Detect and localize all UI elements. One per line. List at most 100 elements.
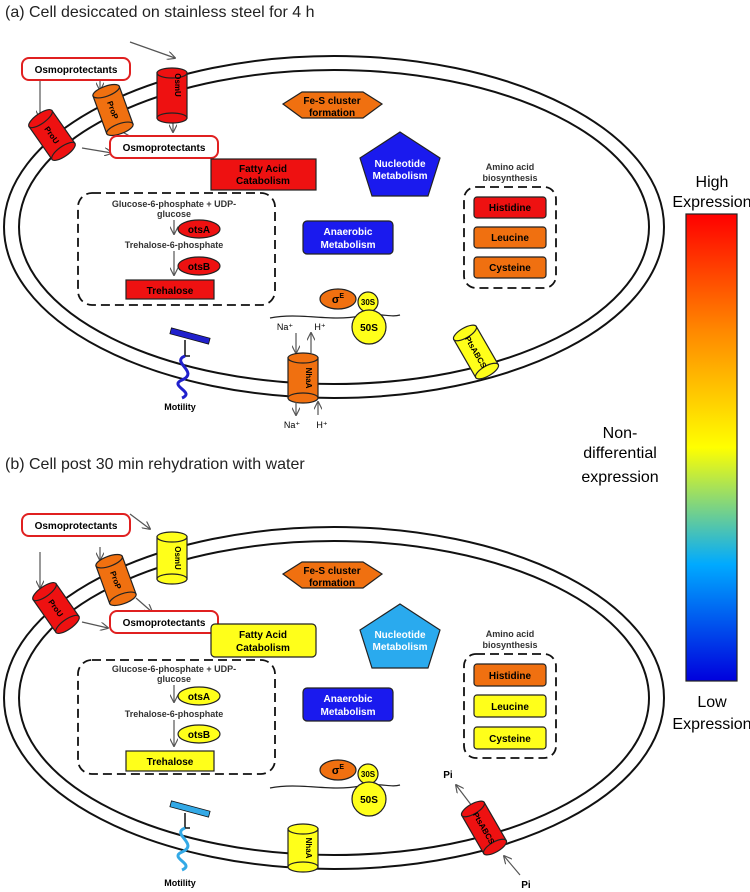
prou-transporter: ProU xyxy=(32,582,80,634)
leucine-label: Leucine xyxy=(491,233,529,244)
pi-top-label: Pi xyxy=(443,770,453,781)
fatty-acid-line1: Fatty Acid xyxy=(239,630,287,641)
otsa-label: otsA xyxy=(188,692,210,703)
histidine-label: Histidine xyxy=(489,671,532,682)
arrow xyxy=(135,597,152,612)
fatty-acid-box xyxy=(210,623,317,658)
nucleotide-line2: Metabolism xyxy=(372,642,427,653)
legend-high-line1: High xyxy=(696,174,729,191)
trehalose-box xyxy=(125,279,215,300)
leucine-box xyxy=(473,694,547,718)
nucleotide-pentagon xyxy=(359,131,441,197)
prop-transporter: ProP xyxy=(95,553,137,607)
legend-mid-line3: expression xyxy=(581,469,658,486)
pi-bot-label: Pi xyxy=(521,880,531,891)
cysteine-box xyxy=(473,726,547,750)
panel-a: (a) Cell desiccated on stainless steel f… xyxy=(3,4,665,430)
leucine-label: Leucine xyxy=(491,702,529,713)
sigma-factor xyxy=(319,759,357,781)
cysteine-label: Cysteine xyxy=(489,734,531,745)
panel-b: (b) Cell post 30 min rehydration with wa… xyxy=(3,456,665,891)
anaerobic-line1: Anaerobic xyxy=(324,227,373,238)
osmoprotectants-inside-box xyxy=(109,135,219,159)
h-top-label: H⁺ xyxy=(314,322,325,332)
amino-acid-line1: Amino acid xyxy=(486,629,535,639)
osmoprotectants-outside-label: Osmoprotectants xyxy=(35,65,118,76)
t6p-label: Trehalose-6-phosphate xyxy=(125,240,224,250)
ptsabcs-transporter: PtsABCS xyxy=(452,324,500,380)
ribosome-50s-label: 50S xyxy=(360,795,378,806)
fatty-acid-line2: Catabolism xyxy=(236,176,290,187)
flagellum xyxy=(169,327,211,400)
na-top-label: Na⁺ xyxy=(277,322,294,332)
otsa-enzyme xyxy=(177,686,221,706)
histidine-box xyxy=(473,196,547,219)
osmu-transporter: OsmU xyxy=(156,67,188,124)
osmoprotectants-inside-label: Osmoprotectants xyxy=(123,143,206,154)
ribosome-50s-label: 50S xyxy=(360,323,378,334)
legend-mid-line1: Non- xyxy=(603,425,638,442)
t6p-label: Trehalose-6-phosphate xyxy=(125,709,224,719)
histidine-box xyxy=(473,663,547,687)
amino-acid-box xyxy=(463,186,557,289)
ribosome-50s xyxy=(351,781,387,817)
trehalose-pathway-box xyxy=(77,659,276,775)
histidine-label: Histidine xyxy=(489,203,532,214)
na-bot-label: Na⁺ xyxy=(284,420,301,430)
g6p-line2: glucose xyxy=(157,674,191,684)
fe-s-line2: formation xyxy=(309,108,355,119)
motility-label: Motility xyxy=(164,878,196,888)
ribosome-50s xyxy=(351,309,387,345)
amino-acid-line2: biosynthesis xyxy=(482,173,537,183)
ribosome-30s-label: 30S xyxy=(361,770,376,779)
fatty-acid-line1: Fatty Acid xyxy=(239,164,287,175)
cell-membrane-outer xyxy=(3,526,665,870)
arrow xyxy=(81,621,108,628)
amino-acid-line2: biosynthesis xyxy=(482,640,537,650)
legend-mid-line2: differential xyxy=(583,445,657,462)
ptsabcs-transporter: PtsABCS xyxy=(460,800,508,856)
h-bot-label: H⁺ xyxy=(316,420,327,430)
nucleotide-line2: Metabolism xyxy=(372,171,427,182)
osmoprotectants-outside-box xyxy=(21,513,131,537)
arrow xyxy=(129,41,175,58)
fatty-acid-box xyxy=(210,158,317,191)
g6p-line2: glucose xyxy=(157,209,191,219)
fe-s-line1: Fe-S cluster xyxy=(303,566,360,577)
g6p-line1: Glucose-6-phosphate + UDP- xyxy=(112,199,236,209)
fe-s-line1: Fe-S cluster xyxy=(303,96,360,107)
arrow xyxy=(504,856,521,876)
motility-label: Motility xyxy=(164,402,196,412)
sigma-label: σE xyxy=(332,293,345,306)
osmoprotectants-inside-label: Osmoprotectants xyxy=(123,618,206,629)
flagellum xyxy=(169,800,211,872)
osmoprotectants-inside-box xyxy=(109,610,219,634)
anaerobic-box xyxy=(302,220,394,255)
fe-s-cluster-hexagon xyxy=(281,91,384,119)
g6p-line1: Glucose-6-phosphate + UDP- xyxy=(112,664,236,674)
cysteine-box xyxy=(473,256,547,279)
cell-membrane-inner xyxy=(18,540,650,856)
amino-acid-line1: Amino acid xyxy=(486,162,535,172)
nucleotide-line1: Nucleotide xyxy=(374,630,426,641)
trehalose-label: Trehalose xyxy=(147,757,194,768)
nhaa-label: NhaA xyxy=(304,368,313,389)
leucine-box xyxy=(473,226,547,249)
cell-membrane-outer xyxy=(3,55,665,399)
otsb-enzyme xyxy=(177,256,221,276)
osmu-label: OsmU xyxy=(173,73,182,97)
otsb-label: otsB xyxy=(188,262,210,273)
arrow xyxy=(81,147,112,153)
legend-color-bar xyxy=(685,213,738,682)
prop-transporter: ProP xyxy=(92,83,134,137)
panel-b-title: (b) Cell post 30 min rehydration with wa… xyxy=(5,456,305,473)
panel-a-title: (a) Cell desiccated on stainless steel f… xyxy=(5,4,314,21)
expression-legend: High Expression Non- differential expres… xyxy=(581,174,750,733)
nhaa-label: NhaA xyxy=(304,838,313,859)
otsa-enzyme xyxy=(177,219,221,239)
otsb-label: otsB xyxy=(188,730,210,741)
trehalose-pathway-box xyxy=(77,192,276,306)
fe-s-line2: formation xyxy=(309,578,355,589)
cell-membrane-inner xyxy=(18,69,650,385)
